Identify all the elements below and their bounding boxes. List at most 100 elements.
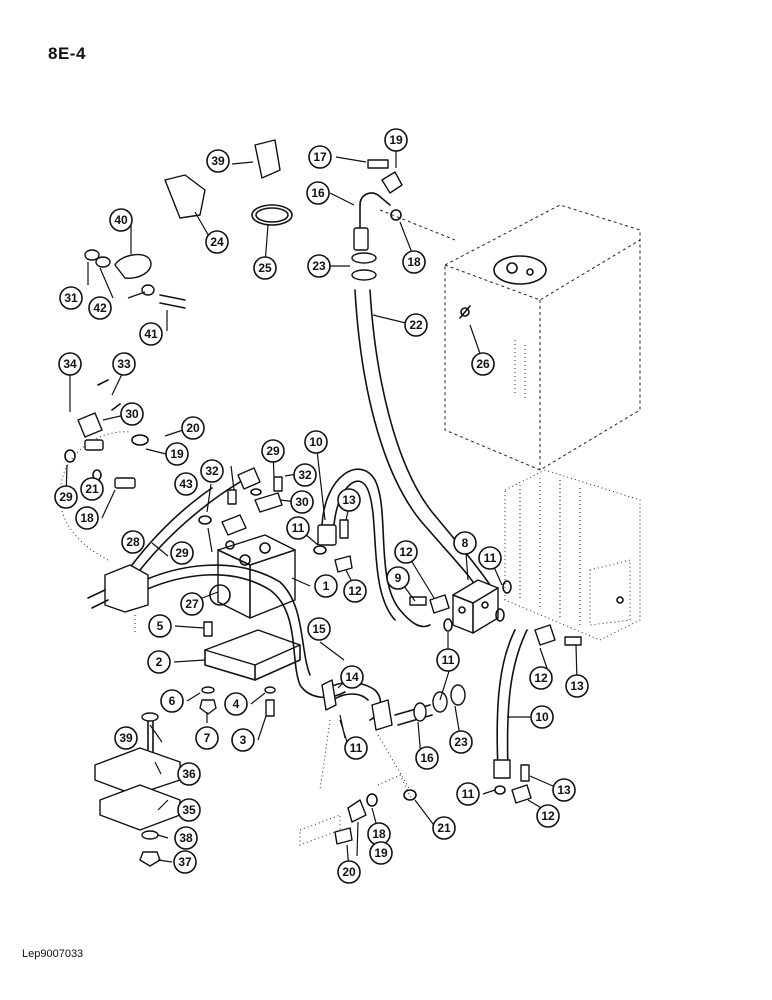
- svg-text:12: 12: [541, 809, 555, 823]
- svg-text:11: 11: [442, 653, 455, 667]
- fasteners-3-7: [199, 621, 276, 717]
- svg-text:11: 11: [484, 551, 497, 565]
- upper-left-parts: [84, 139, 293, 309]
- control-valve-bank: [504, 469, 641, 641]
- callout-23a: 23: [307, 254, 331, 278]
- callout-4: 4: [224, 692, 248, 716]
- top-fittings: [351, 159, 403, 281]
- callout-12a: 12: [394, 540, 418, 564]
- svg-text:43: 43: [179, 477, 193, 491]
- svg-text:35: 35: [182, 803, 196, 817]
- svg-text:26: 26: [476, 357, 490, 371]
- svg-text:23: 23: [312, 259, 326, 273]
- svg-text:30: 30: [295, 495, 309, 509]
- callout-29c: 29: [170, 541, 194, 565]
- callout-13b: 13: [565, 674, 589, 698]
- callout-15: 15: [307, 617, 331, 641]
- callout-42: 42: [88, 296, 112, 320]
- svg-text:10: 10: [309, 435, 323, 449]
- svg-text:42: 42: [93, 301, 107, 315]
- svg-text:2: 2: [156, 655, 163, 669]
- right-fittings: [409, 305, 582, 804]
- lower-pipes: [319, 679, 466, 791]
- callout-5: 5: [148, 614, 172, 638]
- callout-30a: 30: [120, 402, 144, 426]
- svg-text:27: 27: [185, 597, 199, 611]
- middle-fittings: [198, 467, 353, 573]
- svg-text:18: 18: [372, 827, 386, 841]
- svg-text:37: 37: [178, 855, 192, 869]
- bracket-2: [204, 629, 301, 681]
- svg-text:32: 32: [298, 468, 312, 482]
- svg-text:29: 29: [175, 546, 189, 560]
- svg-text:29: 29: [59, 490, 73, 504]
- callout-30b: 30: [290, 490, 314, 514]
- callout-29b: 29: [261, 439, 285, 463]
- svg-text:19: 19: [170, 447, 184, 461]
- hydraulic-tank: [379, 204, 641, 471]
- callout-13a: 13: [337, 488, 361, 512]
- callout-11a: 11: [286, 516, 310, 540]
- callout-22: 22: [404, 313, 428, 337]
- svg-text:8: 8: [462, 536, 469, 550]
- callout-35: 35: [177, 798, 201, 822]
- svg-text:19: 19: [374, 846, 388, 860]
- svg-text:12: 12: [348, 584, 362, 598]
- callout-3: 3: [231, 728, 255, 752]
- callout-27: 27: [180, 592, 204, 616]
- svg-text:30: 30: [125, 407, 139, 421]
- callout-19a: 19: [384, 128, 408, 152]
- left-fittings: [64, 379, 149, 489]
- svg-text:32: 32: [205, 464, 219, 478]
- svg-text:11: 11: [350, 741, 363, 755]
- svg-text:9: 9: [395, 571, 402, 585]
- svg-text:33: 33: [117, 357, 131, 371]
- hose-22: [354, 289, 491, 591]
- callout-34: 34: [58, 352, 82, 376]
- callout-38: 38: [174, 826, 198, 850]
- callout-32b: 32: [293, 463, 317, 487]
- svg-text:39: 39: [211, 154, 225, 168]
- clamp-assembly: [94, 712, 181, 867]
- callout-29a: 29: [54, 485, 78, 509]
- svg-text:23: 23: [454, 735, 468, 749]
- callout-17: 17: [308, 145, 332, 169]
- svg-text:13: 13: [557, 783, 571, 797]
- callout-20a: 20: [181, 416, 205, 440]
- svg-text:18: 18: [407, 255, 421, 269]
- svg-text:12: 12: [399, 545, 413, 559]
- callout-10a: 10: [304, 430, 328, 454]
- page-title: 8E-4: [48, 44, 86, 63]
- svg-text:34: 34: [63, 357, 77, 371]
- svg-text:11: 11: [462, 787, 475, 801]
- svg-text:22: 22: [409, 318, 423, 332]
- callout-16b: 16: [415, 746, 439, 770]
- callout-2: 2: [147, 650, 171, 674]
- svg-text:20: 20: [342, 865, 356, 879]
- callout-13c: 13: [552, 778, 576, 802]
- svg-text:15: 15: [312, 622, 326, 636]
- callout-18a: 18: [402, 250, 426, 274]
- svg-text:12: 12: [534, 671, 548, 685]
- callout-8: 8: [453, 531, 477, 555]
- callout-6: 6: [160, 689, 184, 713]
- callout-19c: 19: [369, 841, 393, 865]
- callout-31: 31: [59, 286, 83, 310]
- callout-12c: 12: [529, 666, 553, 690]
- svg-text:36: 36: [182, 767, 196, 781]
- callout-37: 37: [173, 850, 197, 874]
- svg-text:10: 10: [535, 710, 549, 724]
- callout-16a: 16: [306, 181, 330, 205]
- callout-39a: 39: [206, 149, 230, 173]
- svg-text:39: 39: [119, 731, 133, 745]
- callout-11d: 11: [344, 736, 368, 760]
- svg-text:21: 21: [437, 821, 451, 835]
- svg-text:14: 14: [345, 670, 359, 684]
- svg-text:29: 29: [266, 444, 280, 458]
- document-reference: Lep9007033: [22, 948, 84, 960]
- callout-18b: 18: [75, 506, 99, 530]
- callout-7: 7: [195, 726, 219, 750]
- callout-11c: 11: [436, 648, 460, 672]
- svg-text:17: 17: [313, 150, 327, 164]
- callout-43: 43: [174, 472, 198, 496]
